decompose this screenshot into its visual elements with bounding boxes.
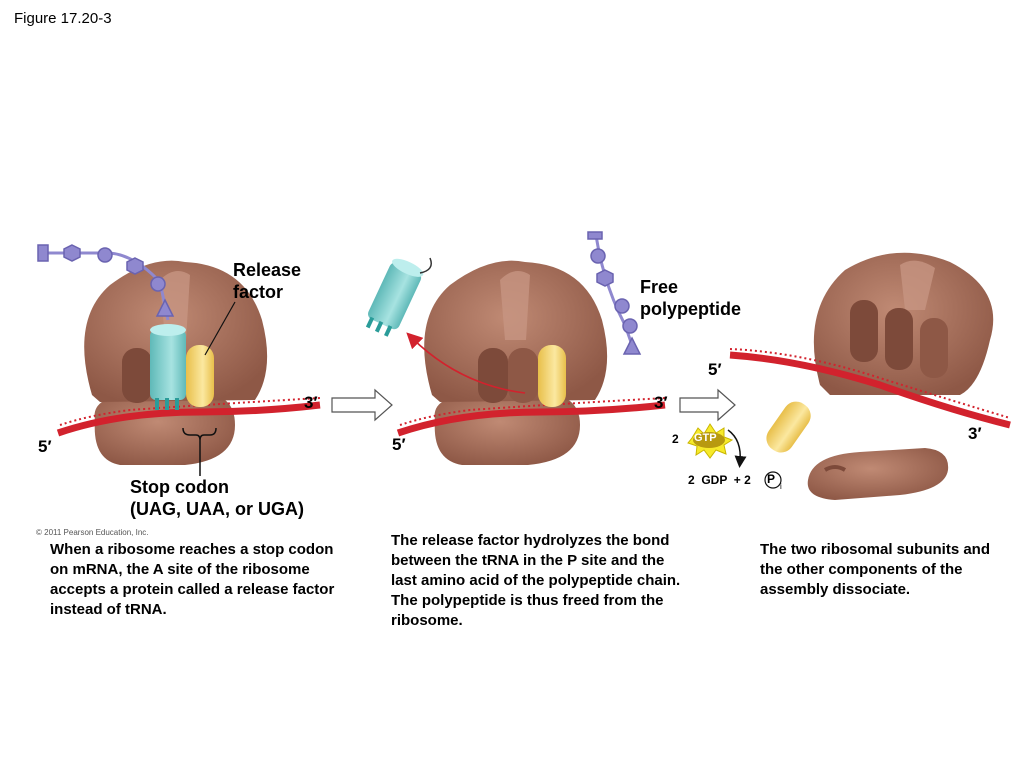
release-factor-label: Release factor: [233, 260, 302, 302]
gtp-coefficient: 2: [672, 432, 679, 446]
departing-trna: [365, 258, 424, 337]
five-prime-label-1: 5′: [38, 437, 52, 456]
phosphate-letter: P: [767, 472, 776, 486]
trna-exit-arrow: [406, 332, 526, 394]
gtp-hydrolysis-arrow: [727, 429, 747, 468]
stop-codon-list: (UAG, UAA, or UGA): [130, 499, 304, 519]
three-prime-label-2: 3′: [654, 393, 668, 412]
phosphate-circle: [764, 471, 782, 489]
phosphate-subscript: i: [780, 482, 782, 491]
copyright: © 2011 Pearson Education, Inc.: [36, 528, 149, 537]
caption-step-1: When a ribosome reaches a stop codon on …: [50, 541, 335, 618]
three-prime-label-1: 3′: [304, 393, 318, 412]
mrna-strand-1: [56, 397, 321, 437]
release-factor-2: [538, 345, 566, 407]
release-factor-1: [186, 345, 214, 407]
trna-p-site-1: [150, 324, 186, 410]
gdp-products-label: 2 GDP + 2: [688, 473, 751, 487]
step-arrow-2: [679, 388, 736, 422]
caption-step-2: The release factor hydrolyzes the bond b…: [391, 532, 681, 629]
free-polypeptide: [587, 231, 642, 355]
three-prime-label-3: 3′: [968, 424, 982, 443]
panel-2-ribosome: [424, 260, 608, 465]
free-polypeptide-label: Free polypeptide: [640, 277, 742, 319]
figure-label: Figure 17.20-3: [14, 10, 112, 27]
panel-3-small-subunit: [807, 448, 949, 500]
release-factor-pointer: [204, 301, 236, 356]
gtp-label: GTP: [694, 432, 717, 444]
released-factor-3: [766, 401, 811, 453]
step-arrow-1: [331, 388, 393, 422]
stop-codon-bracket: [182, 427, 217, 476]
mrna-strand-2: [396, 397, 666, 437]
five-prime-label-3: 5′: [708, 360, 722, 379]
gtp-burst: [687, 423, 734, 459]
panel-3-large-subunit: [813, 252, 994, 395]
caption-step-3: The two ribosomal subunits and the other…: [760, 541, 991, 598]
mrna-strand-3: [729, 348, 1011, 429]
stop-codon-label: Stop codon: [130, 477, 229, 497]
five-prime-label-2: 5′: [392, 435, 406, 454]
polypeptide-1: [37, 244, 175, 321]
